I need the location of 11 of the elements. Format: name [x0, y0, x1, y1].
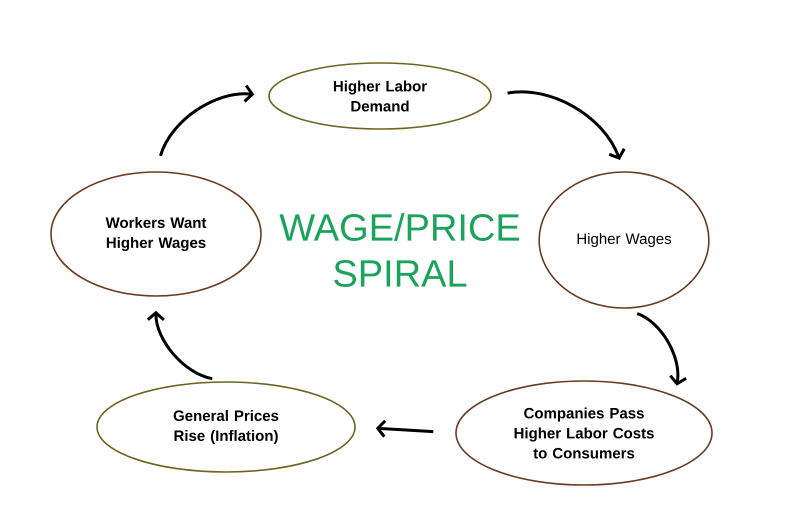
- arrow: [636, 312, 687, 386]
- arrow: [507, 90, 626, 160]
- arrow: [146, 310, 213, 380]
- ellipse-node: Higher Labor Demand: [268, 62, 492, 130]
- ellipse-node: Companies Pass Higher Labor Costs to Consumers: [455, 380, 713, 486]
- ellipse-node: General Prices Rise (Inflation): [96, 381, 356, 473]
- arrow: [159, 84, 254, 156]
- ellipse-node: Higher Wages: [538, 171, 710, 309]
- ellipse-node: Workers Want Higher Wages: [50, 171, 262, 297]
- title: WAGE/PRICE SPIRAL: [279, 213, 520, 287]
- arrow: [376, 420, 434, 438]
